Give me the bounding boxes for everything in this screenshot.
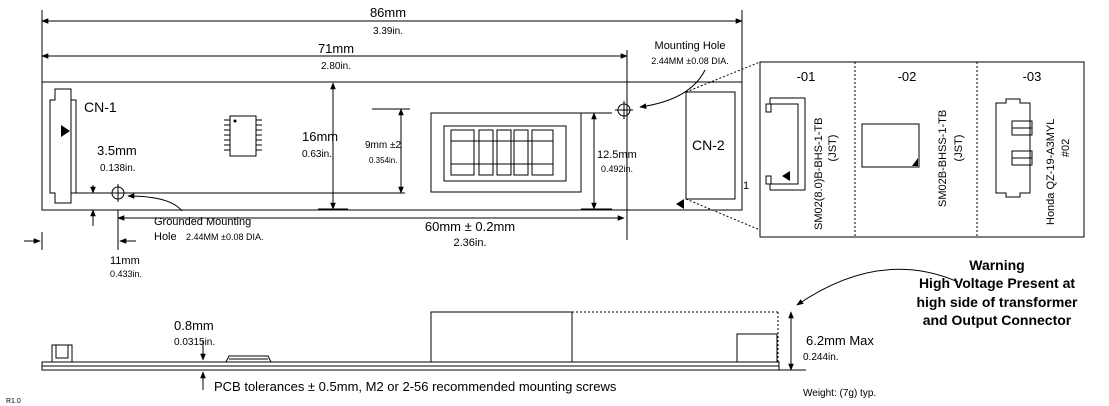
transformer xyxy=(430,112,582,193)
pin1-label: 1 xyxy=(743,180,749,192)
warning-note: Warning High Voltage Present at high sid… xyxy=(796,257,1078,328)
dimension-height: 16mm 0.63in. xyxy=(302,82,348,210)
span-mm: 60mm ± 0.2mm xyxy=(425,219,515,234)
dimension-holes: 71mm 2.80in. xyxy=(41,41,628,240)
pcb-outline xyxy=(41,81,743,211)
dimension-span: 60mm ± 0.2mm 2.36in. xyxy=(117,215,625,249)
cn1-label: CN-1 xyxy=(84,99,117,115)
variant-box: -01 -02 -03 SM02(8.0)B-BHS-1-TB (JST) SM… xyxy=(759,61,1085,238)
warning-line2: high side of transformer xyxy=(916,294,1078,310)
grounded-hole-arrow xyxy=(127,193,183,212)
trans-mm: 12.5mm xyxy=(597,149,637,161)
hole-x-in: 0.433in. xyxy=(110,269,142,279)
holes-in: 2.80in. xyxy=(321,61,351,72)
height-in: 0.63in. xyxy=(302,149,332,160)
mounting-hole-arrow xyxy=(639,69,706,109)
variant-02-code: -02 xyxy=(898,69,917,84)
grounded-hole-spec: 2.44MM ±0.08 DIA. xyxy=(186,232,263,242)
mounting-hole-spec: 2.44MM ±0.08 DIA. xyxy=(651,56,728,66)
span-in: 2.36in. xyxy=(453,237,486,249)
left-hole-mm: 3.5mm xyxy=(97,143,137,158)
overall-in: 3.39in. xyxy=(373,26,403,37)
pcb-thick-in: 0.0315in. xyxy=(174,337,215,348)
variant-02-maker: (JST) xyxy=(953,135,965,162)
side-view xyxy=(41,311,780,371)
grounded-hole-title2: Hole xyxy=(154,231,177,243)
variant-01-maker: (JST) xyxy=(827,135,839,162)
dimension-overall: 86mm 3.39in. xyxy=(41,5,743,88)
hole-x-mm: 11mm xyxy=(110,255,140,267)
max-height-mm: 6.2mm Max xyxy=(806,333,874,348)
cn1-connector: CN-1 xyxy=(49,88,117,204)
dimension-cn-offset: 9mm ±2 0.354in. xyxy=(110,108,410,194)
max-height-in: 0.244in. xyxy=(803,352,839,363)
cn-offset-in: 0.354in. xyxy=(369,156,397,165)
variant-02-part: SM02B-BHSS-1-TB xyxy=(937,110,949,207)
variant-03-maker: #02 xyxy=(1060,139,1072,157)
warning-line3: and Output Connector xyxy=(923,312,1072,328)
tolerance-note: PCB tolerances ± 0.5mm, M2 or 2-56 recom… xyxy=(214,379,617,394)
ic-chip xyxy=(224,115,262,157)
revision-label: R1.0 xyxy=(6,398,21,405)
variant-01-code: -01 xyxy=(797,69,816,84)
variant-01-part: SM02(8.0)B-BHS-1-TB xyxy=(813,118,825,230)
dimension-pcb-thickness: 0.8mm 0.0315in. xyxy=(174,318,215,390)
left-hole-in: 0.138in. xyxy=(100,163,136,174)
cn2-connector: CN-2 1 xyxy=(676,61,761,231)
dimension-max-height: 6.2mm Max 0.244in. xyxy=(779,311,874,371)
dimension-left-hole: 3.5mm 0.138in. xyxy=(76,143,137,226)
overall-mm: 86mm xyxy=(370,5,406,20)
height-mm: 16mm xyxy=(302,129,338,144)
trans-in: 0.492in. xyxy=(601,164,633,174)
mounting-hole-title: Mounting Hole xyxy=(655,40,726,52)
warning-title: Warning xyxy=(969,257,1024,273)
dimension-transformer: 12.5mm 0.492in. xyxy=(581,112,637,210)
variant-03-code: -03 xyxy=(1023,69,1042,84)
weight-note: Weight: (7g) typ. xyxy=(803,388,876,399)
warning-line1: High Voltage Present at xyxy=(919,275,1075,291)
variant-03-part: Honda QZ-19-A3MYL xyxy=(1045,119,1057,225)
dimension-hole-x: 11mm 0.433in. xyxy=(24,210,142,279)
pcb-thick-mm: 0.8mm xyxy=(174,318,214,333)
holes-mm: 71mm xyxy=(318,41,354,56)
cn2-label: CN-2 xyxy=(692,137,725,153)
cn-offset-mm: 9mm ±2 xyxy=(365,140,401,151)
